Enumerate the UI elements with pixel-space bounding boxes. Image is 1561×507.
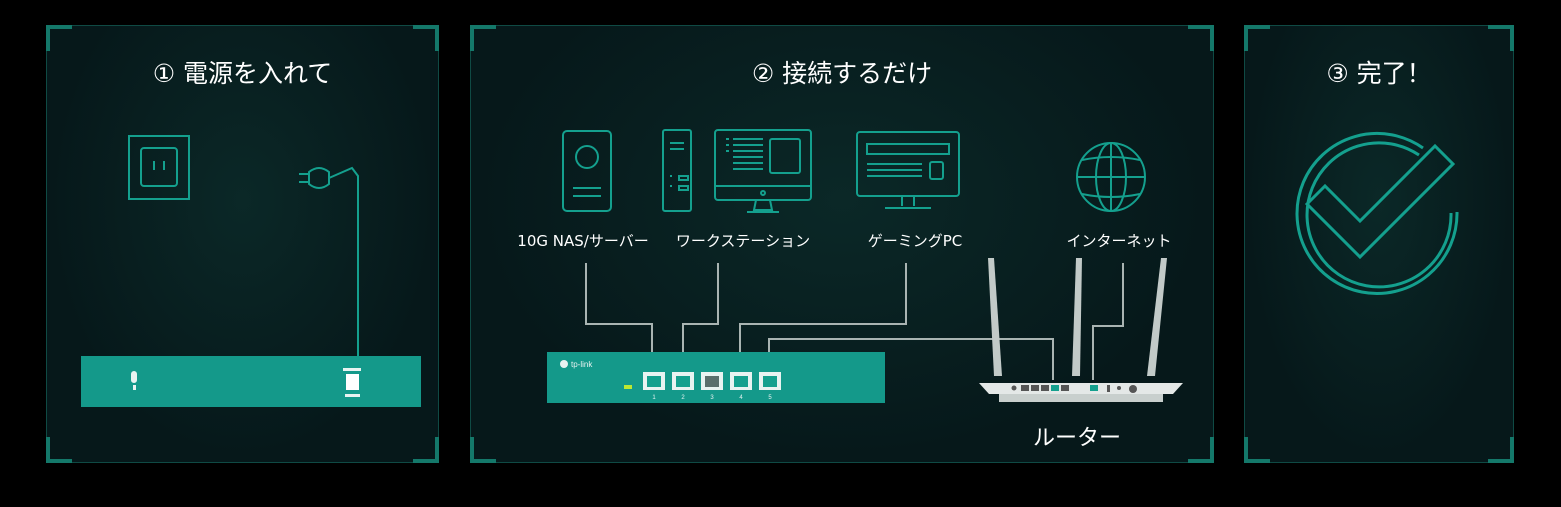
power-outlet-icon: [128, 135, 190, 200]
port-number: 2: [681, 395, 685, 401]
panel-corner: [46, 25, 72, 51]
port-numbers: 1 2 3 4 5: [652, 395, 772, 401]
step2-title: ② 接続するだけ: [751, 59, 933, 88]
device-label: インターネット: [1066, 232, 1172, 250]
globe-icon: [1076, 142, 1146, 212]
power-port: [346, 374, 359, 390]
check-circle-icon: [1295, 132, 1459, 295]
router-antennas: [988, 258, 1167, 376]
step1-illustration: [81, 135, 421, 407]
panel-corner: [413, 25, 439, 51]
panel-corner: [1188, 437, 1214, 463]
port-number: 1: [652, 395, 656, 401]
panel-corner: [470, 437, 496, 463]
panel-corner: [1244, 437, 1270, 463]
network-cables: [585, 263, 1124, 380]
step3-panel: ③ 完了！: [1244, 25, 1514, 463]
step1-panel: ① 電源を入れて: [46, 25, 439, 463]
power-plug-icon: [299, 166, 359, 326]
kensington-lock-icon: [131, 371, 137, 383]
port-number: 3: [710, 395, 714, 401]
tp-link-logo-icon: [560, 360, 568, 368]
step2-panel: ② 接続するだけ: [470, 25, 1214, 463]
monitor-icon: [856, 131, 960, 209]
router-ports: [1011, 385, 1137, 393]
switch-led: [624, 385, 632, 389]
panel-corner: [46, 437, 72, 463]
step1-title: ① 電源を入れて: [152, 59, 333, 88]
switch-brand: tp-link: [571, 360, 593, 369]
panel-corner: [1488, 25, 1514, 51]
router-label: ルーター: [1032, 426, 1122, 451]
device-label: ゲーミングPC: [867, 232, 963, 250]
router-body: [979, 383, 1183, 394]
workstation-icon: [662, 129, 812, 213]
panel-corner: [1244, 25, 1270, 51]
device-label: 10G NAS/サーバー: [517, 232, 649, 250]
panel-corner: [470, 25, 496, 51]
panel-corner: [1188, 25, 1214, 51]
step3-title: ③ 完了！: [1326, 59, 1432, 88]
port-number: 4: [739, 395, 743, 401]
step2-illustration: tp-link 1 2 3 4 5: [547, 129, 1183, 403]
panel-corner: [413, 437, 439, 463]
nas-icon: [562, 130, 612, 212]
switch-back-panel: [81, 356, 421, 407]
panel-corner: [1488, 437, 1514, 463]
device-label: ワークステーション: [675, 232, 811, 250]
port-number: 5: [768, 395, 772, 401]
